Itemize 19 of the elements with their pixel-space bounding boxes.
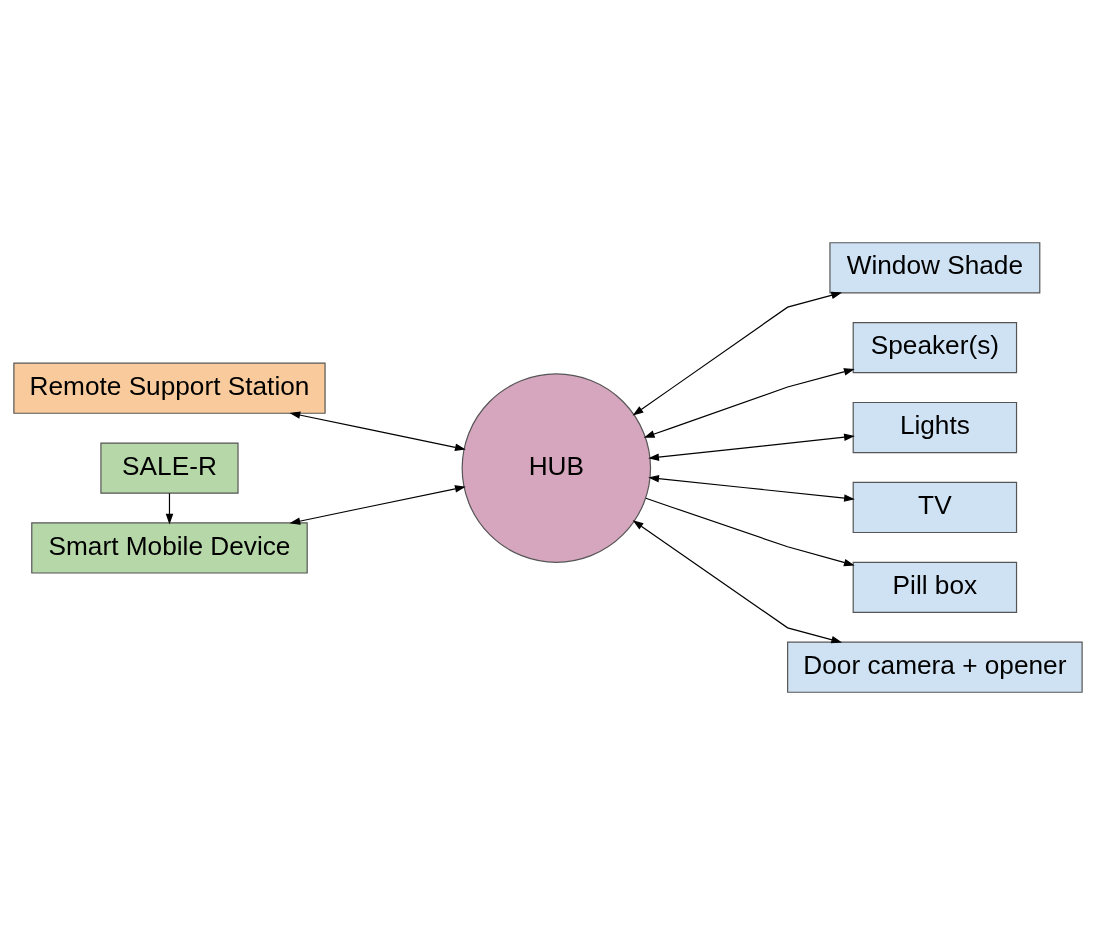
node-box: Speaker(s) [852, 322, 1018, 374]
node-box: TV [852, 481, 1018, 534]
node-box: SALE-R [100, 442, 239, 494]
arrow [643, 368, 855, 438]
node-box: Pill box [852, 561, 1018, 613]
node-box: Lights [852, 401, 1018, 454]
node-circle: HUB [461, 373, 652, 563]
arrow [645, 497, 855, 567]
arrow [648, 474, 855, 502]
arrow [289, 411, 466, 452]
arrow [165, 492, 174, 525]
arrow [632, 291, 843, 416]
node-box: Door camera + opener [787, 641, 1083, 693]
arrow [648, 433, 855, 461]
node-box: Window Shade [829, 242, 1041, 294]
node-box: Smart Mobile Device [31, 522, 308, 574]
arrow [632, 520, 843, 644]
arrow [289, 485, 466, 525]
node-box: Remote Support Station [13, 362, 326, 414]
